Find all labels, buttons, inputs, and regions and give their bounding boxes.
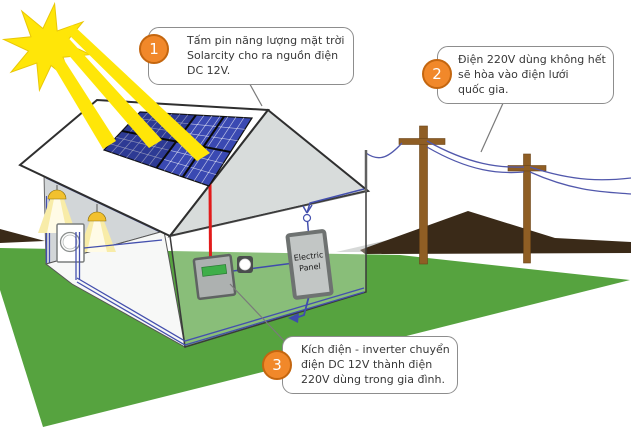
callout-grid-feed: 2 Điện 220V dùng không hết sẽ hòa vào đi…: [422, 46, 614, 104]
callout-solar-panel: 1 Tấm pin năng lượng mặt trời Solarcity …: [139, 27, 355, 85]
power-socket-icon: [237, 256, 253, 273]
wall-wires: [75, 232, 365, 346]
power-lines: [365, 140, 631, 195]
callout-text-line: DC 12V.: [187, 64, 231, 78]
dc-wire: [208, 182, 212, 261]
callout-number-badge: 3: [262, 350, 292, 380]
callout-text-line: quốc gia.: [458, 83, 509, 97]
callout-text-line: Tấm pin năng lượng mặt trời: [187, 34, 345, 47]
leader-line-3: [229, 283, 290, 347]
electric-panel-label: Electric: [293, 250, 324, 263]
callout-text-line: 220V dùng trong gia đình.: [301, 373, 445, 387]
inverter-icon: [192, 253, 237, 301]
callout-number-badge: 1: [139, 34, 169, 64]
sun-ray: [53, 31, 162, 148]
mountain-silhouette-left: [0, 229, 45, 243]
callout-text-line: sẽ hòa vào điện lưới: [458, 68, 569, 82]
washing-machine-icon: [56, 223, 85, 263]
pendant-lamp-icon: [78, 204, 116, 252]
utility-pole-2: [507, 153, 547, 264]
sun-ray: [41, 38, 116, 149]
callout-text-line: Điện 220V dùng không hết: [458, 53, 606, 66]
electric-panel-icon: Electric Panel: [285, 229, 334, 300]
sun-rays: [41, 25, 210, 161]
leader-line-2: [480, 100, 505, 153]
callout-text-line: Kích điện - inverter chuyển: [301, 343, 450, 356]
utility-pole-1: [398, 125, 446, 265]
callout-inverter: 3 Kích điện - inverter chuyển điện DC 12…: [262, 336, 458, 394]
sun-ray: [64, 25, 210, 161]
callout-text-line: điện DC 12V thành điện: [301, 358, 433, 372]
floor-wire-arrow: [288, 295, 310, 323]
electric-panel-label: Panel: [299, 262, 322, 274]
callout-number-badge: 2: [422, 59, 452, 89]
junction-insulator-icon: [302, 213, 312, 223]
callout-text-line: Solarcity cho ra nguồn điện: [187, 49, 339, 63]
mountain-silhouette-right: [360, 211, 631, 254]
